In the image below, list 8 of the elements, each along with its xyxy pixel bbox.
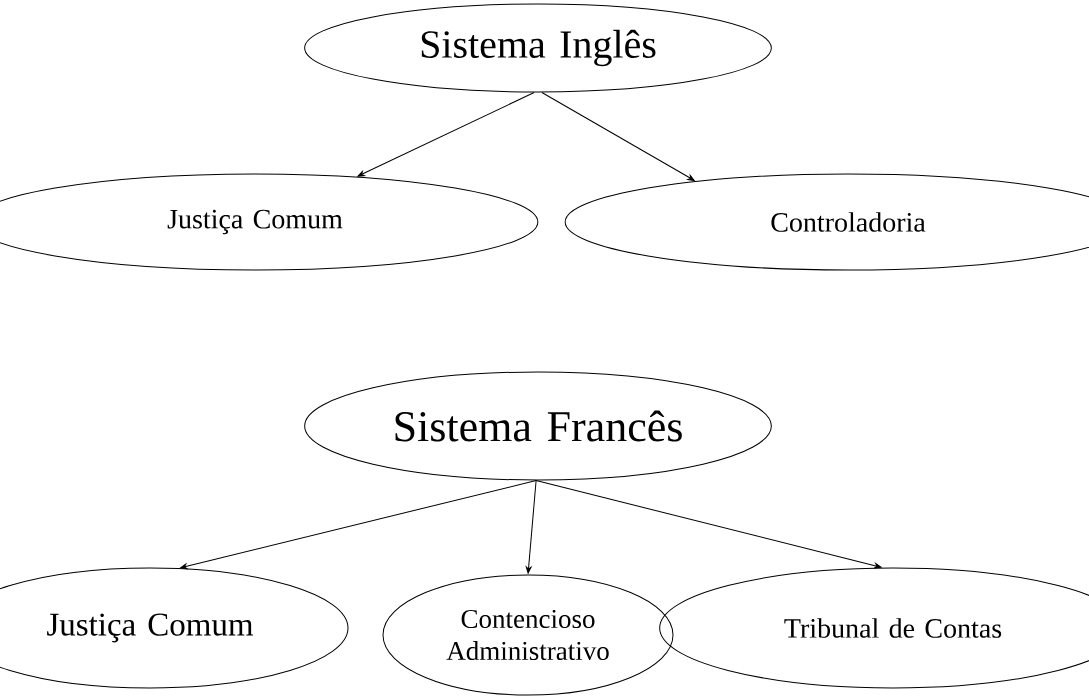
arrow	[541, 92, 695, 181]
oval-node: Sistema Francês	[304, 371, 772, 481]
oval-node: Sistema Inglês	[304, 3, 772, 93]
oval-node: Contencioso Administrativo	[382, 574, 674, 696]
arrow	[180, 480, 537, 570]
arrow	[357, 92, 535, 177]
arrow	[535, 480, 882, 569]
arrow	[525, 480, 537, 574]
